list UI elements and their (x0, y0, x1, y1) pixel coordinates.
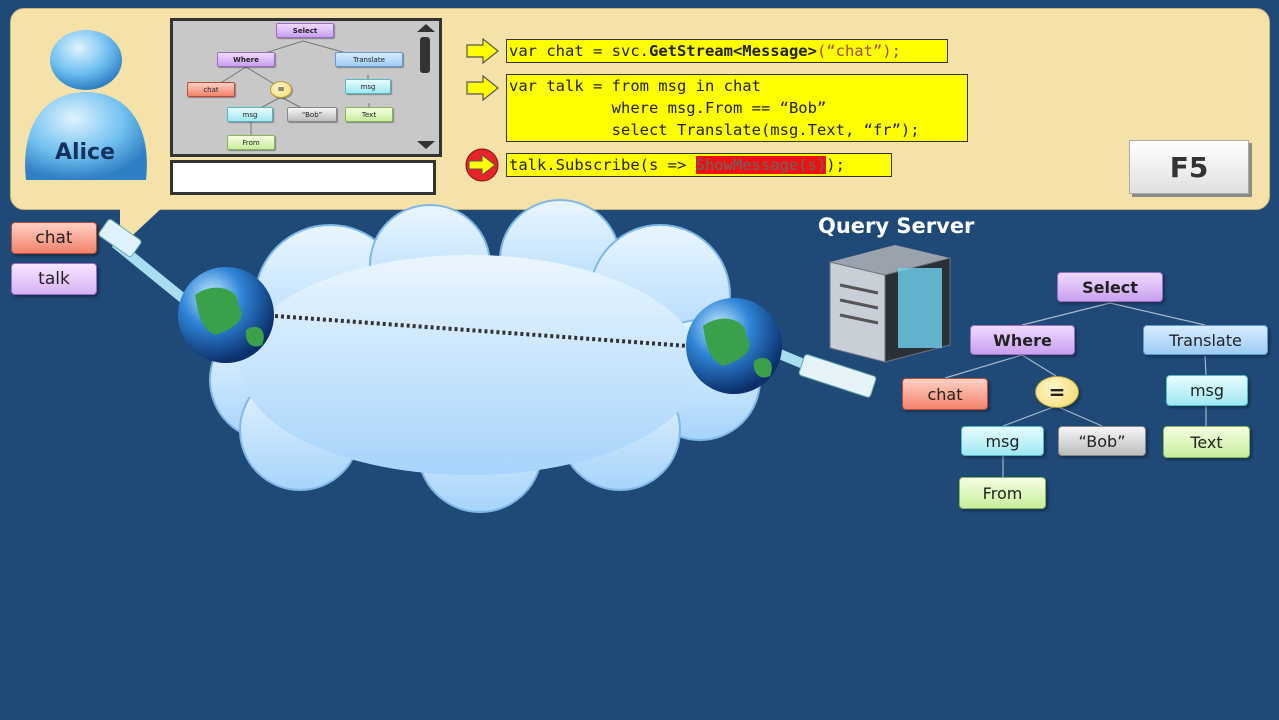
code-line: where msg.From == “Bob” (509, 99, 827, 117)
talk-stream-button[interactable]: talk (11, 263, 97, 295)
mini-msg-node: msg (227, 107, 273, 122)
mini-msg-node-translate: msg (345, 79, 391, 94)
code-method: GetStream<Message> (648, 42, 817, 60)
chat-node: chat (902, 378, 988, 410)
equals-node: = (1035, 376, 1079, 408)
code-error-highlight: ShowMessage(s) (695, 156, 827, 174)
code-line-subscribe: talk.Subscribe(s => ShowMessage(s)); (506, 153, 892, 177)
mini-from-node: From (227, 135, 275, 150)
mini-translate-node: Translate (335, 52, 403, 67)
select-node: Select (1057, 272, 1163, 302)
code-line: var talk = from msg in chat (509, 77, 761, 95)
f5-key-button[interactable]: F5 (1129, 140, 1249, 194)
bob-literal-node: “Bob” (1058, 426, 1146, 456)
globe-icon-right (686, 298, 782, 394)
mini-where-node: Where (217, 52, 275, 67)
user-name-label: Alice (54, 140, 116, 165)
step-arrow-icon-2 (466, 75, 499, 101)
user-avatar-icon (25, 30, 147, 180)
code-block-query: var talk = from msg in chat where msg.Fr… (506, 74, 968, 142)
code-text: talk.Subscribe(s => (509, 156, 696, 174)
cable-left (98, 219, 189, 304)
code-text: (“chat”); (816, 42, 901, 60)
step-arrow-icon-1 (466, 38, 499, 64)
mini-bob-node: “Bob” (287, 107, 337, 122)
scroll-thumb[interactable] (420, 37, 430, 73)
chat-stream-button[interactable]: chat (11, 222, 97, 254)
cable-right (768, 345, 877, 398)
mini-chat-node: chat (187, 82, 235, 97)
where-node: Where (970, 325, 1075, 355)
from-node: From (959, 477, 1046, 509)
mini-expression-tree-window[interactable]: Select Where Translate chat = msg msg “B… (170, 18, 442, 157)
code-text: ); (826, 156, 845, 174)
server-computer-icon (829, 245, 951, 363)
text-node: Text (1163, 426, 1250, 458)
current-step-arrow-icon (465, 148, 499, 182)
scroll-up-arrow-icon[interactable] (416, 23, 436, 33)
mini-equals-node: = (270, 81, 292, 98)
code-line-getstream: var chat = svc.GetStream<Message>(“chat”… (506, 39, 948, 63)
code-text: var chat = svc. (509, 42, 649, 60)
globe-icon-left (178, 267, 274, 363)
code-line: select Translate(msg.Text, “fr”); (509, 121, 920, 139)
scroll-down-arrow-icon[interactable] (416, 140, 436, 150)
tree-edges (944, 302, 1207, 478)
msg-node-translate: msg (1166, 375, 1248, 406)
msg-node: msg (961, 426, 1044, 456)
mini-tree-scrollbar[interactable] (416, 23, 436, 151)
query-server-label: Query Server (818, 214, 975, 238)
message-input[interactable] (170, 160, 436, 195)
mini-text-node: Text (345, 107, 393, 122)
translate-node: Translate (1143, 325, 1268, 355)
mini-select-node: Select (276, 23, 334, 38)
